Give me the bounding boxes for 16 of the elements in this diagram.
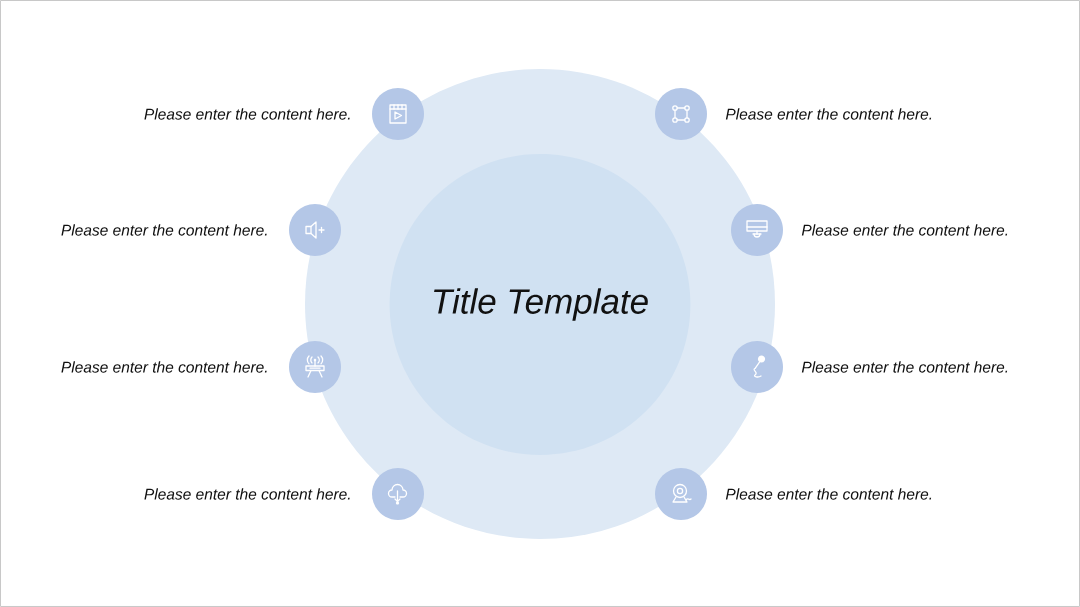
content-text: Please enter the content here. [144,488,350,500]
icon-circle [372,468,424,520]
icon-circle [289,341,341,393]
icon-circle [731,204,783,256]
content-text: Please enter the content here. [725,488,932,500]
icon-circle [289,204,341,256]
content-text: Please enter the content here. [801,361,1008,373]
icon-circle [655,468,707,520]
content-text: Please enter the content here. [61,361,267,373]
icon-circle [372,88,424,140]
content-text: Please enter the content here. [144,108,350,120]
content-text: Please enter the content here. [725,108,932,120]
icon-circle [731,341,783,393]
content-text: Please enter the content here. [61,224,267,236]
content-text: Please enter the content here. [801,224,1008,236]
icon-circle [655,88,707,140]
